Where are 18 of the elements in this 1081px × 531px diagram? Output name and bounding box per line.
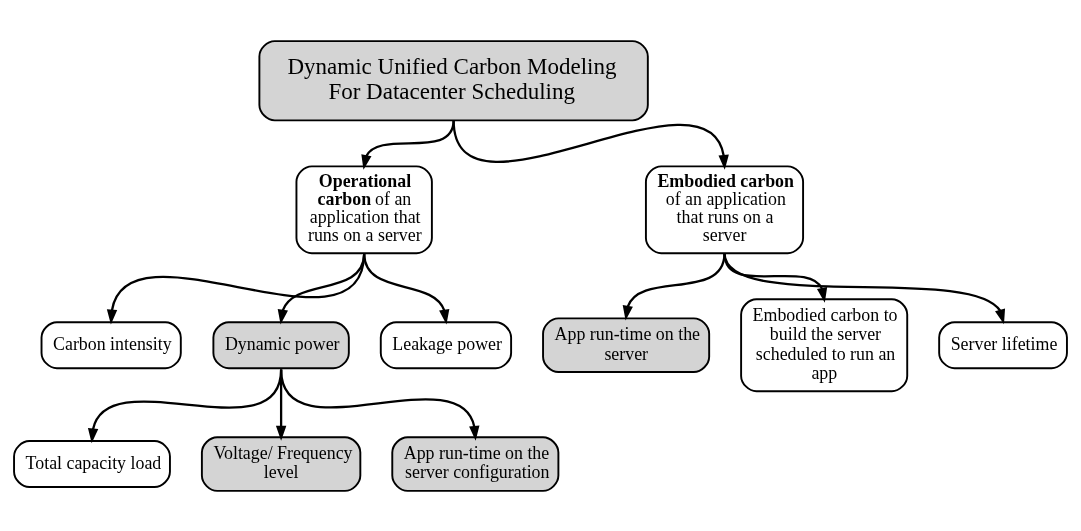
node-box: Total capacity load <box>13 439 171 488</box>
node-box: Dynamic Unified Carbon Modeling For Datacenter Scheduling <box>258 39 649 121</box>
arrow <box>361 119 455 170</box>
arrow <box>280 368 480 441</box>
arrow <box>723 252 1006 324</box>
node-box: App run-time on the server <box>542 316 711 373</box>
node-box: Server lifetime <box>938 320 1068 369</box>
node-box: Embodied carbon of an application that runs on a server <box>644 164 805 254</box>
node-box: App run-time on the server configuration <box>391 435 560 492</box>
arrow <box>723 252 828 303</box>
node-box: Leakage power <box>379 320 513 369</box>
node-box: Dynamic power <box>212 320 350 369</box>
arrow <box>363 252 450 324</box>
node-box: Embodied carbon to build the server scheduled to run an app <box>740 297 909 392</box>
node-box: Voltage/ Frequency level <box>200 435 362 492</box>
arrow <box>452 119 729 170</box>
node-box: Operational carbon of an application that runs on a server <box>295 164 433 254</box>
node-box: Carbon intensity <box>40 320 182 369</box>
